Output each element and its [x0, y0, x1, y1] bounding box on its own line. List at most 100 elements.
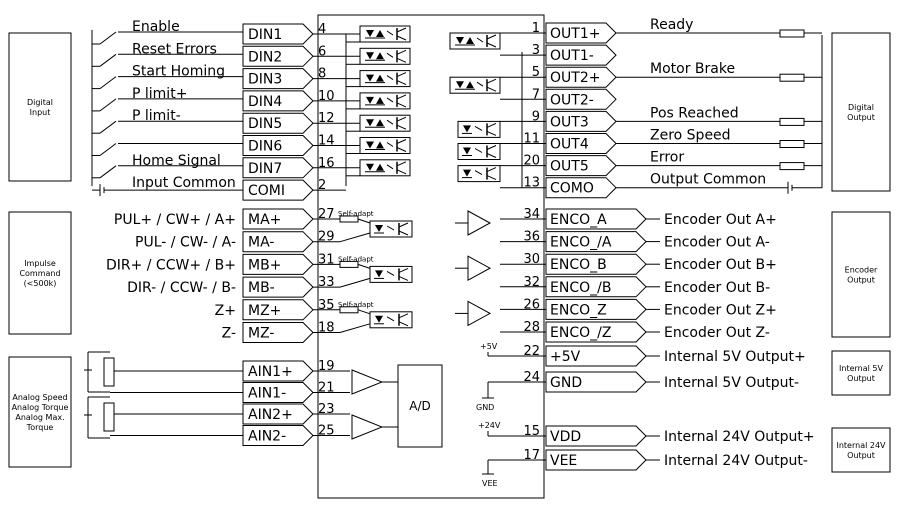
switch-2 — [99, 76, 117, 89]
pin-1: 1 — [532, 21, 540, 36]
internal-24v-box-text-0: Internal 24V — [836, 441, 886, 450]
din-opto-4 — [359, 92, 411, 110]
out-label-7: Output Common — [650, 172, 766, 188]
out-label-4: Pos Reached — [650, 105, 739, 121]
impulse-command-box-text-2: (<500k) — [24, 279, 57, 288]
pin-12: 12 — [318, 111, 335, 126]
signal-label-2: Start Homing — [132, 64, 225, 80]
terminal-enco_nb — [545, 276, 647, 298]
pin-36: 36 — [523, 230, 540, 245]
terminal-label-out-6: OUT5 — [550, 159, 589, 175]
digital-input-box-text-1: Input — [30, 108, 51, 117]
terminal-label-pulse-3: MB- — [248, 280, 275, 296]
analog-input-box-text-3: Torque — [26, 423, 54, 432]
out-opto-4 — [457, 143, 501, 160]
signal-label-7: Input Common — [132, 175, 236, 191]
terminal-din7 — [242, 157, 314, 179]
pin-34: 34 — [523, 207, 540, 222]
terminal-comi — [242, 179, 314, 201]
pin-27: 27 — [318, 207, 335, 222]
terminal-out4 — [545, 133, 617, 154]
din-opto-7 — [359, 159, 411, 177]
terminal-label-enc-3: ENCO_/B — [550, 280, 611, 296]
terminal-ain2-minusplus — [242, 403, 314, 425]
out-label-2: Motor Brake — [650, 61, 735, 77]
pulse-opto-1 — [369, 265, 413, 283]
supply-vee-label: VEE — [482, 479, 498, 488]
pin-2: 2 — [318, 178, 326, 193]
terminal-enco_b — [545, 253, 647, 275]
self-adapt-label-0: Self-adapt — [338, 210, 374, 218]
terminal-label-pulse-4: MZ+ — [248, 303, 281, 319]
potentiometer-0 — [103, 357, 115, 387]
signal-label-3: P limit+ — [132, 86, 187, 102]
pin-18: 18 — [318, 321, 335, 336]
pulse-label-1: PUL- / CW- / A- — [135, 235, 236, 251]
terminal-label-pwr-2: VDD — [550, 429, 581, 445]
terminal-ain1-minusplus — [242, 360, 314, 382]
terminal-label-pwr-1: GND — [550, 375, 582, 391]
pin-28: 28 — [523, 320, 540, 335]
potentiometer-1 — [103, 402, 115, 432]
signal-label-0: Enable — [132, 19, 180, 35]
pin-6: 6 — [318, 44, 326, 59]
terminal-enco_a — [545, 208, 647, 230]
pin-7: 7 — [532, 87, 540, 102]
terminal-enco_nz — [545, 321, 647, 343]
enc-label-4: Encoder Out Z+ — [664, 302, 777, 318]
pwr-label-1: Internal 5V Output- — [664, 375, 799, 391]
din-opto-6 — [359, 137, 411, 154]
terminal-out5 — [545, 155, 617, 177]
enc-label-3: Encoder Out B- — [664, 280, 770, 296]
supply-gnd-label: GND — [476, 403, 494, 412]
terminal-ain2-minus — [242, 425, 314, 446]
terminal-out2-minusplus — [545, 66, 617, 88]
enc-label-5: Encoder Out Z- — [664, 325, 770, 341]
ad-converter — [397, 364, 443, 448]
terminal-label-enc-4: ENCO_Z — [550, 302, 607, 318]
pin-22: 22 — [523, 344, 540, 359]
terminal-label-din2: DIN2 — [248, 49, 282, 65]
out-opto-1 — [449, 32, 501, 50]
terminal-mbminus — [242, 276, 314, 298]
pin-16: 16 — [318, 156, 335, 171]
impulse-command-box-text-1: Command — [19, 269, 60, 278]
encoder-output-box — [831, 211, 891, 338]
pulse-label-0: PUL+ / CW+ / A+ — [114, 212, 236, 228]
pin-4: 4 — [318, 22, 326, 37]
terminal-label-pulse-1: MA- — [248, 235, 274, 251]
resistor-1 — [339, 260, 359, 268]
terminal-din1 — [242, 23, 314, 45]
terminal-power-1 — [545, 371, 647, 393]
pin-15: 15 — [523, 424, 540, 439]
pin-21: 21 — [318, 381, 335, 396]
terminal-din3 — [242, 68, 314, 90]
analog-input-box-text-1: Analog Torque — [12, 403, 69, 412]
internal-24v-box — [831, 427, 891, 473]
out-label-0: Ready — [650, 17, 693, 33]
internal-5v-box — [831, 350, 891, 396]
pulse-opto-0 — [369, 220, 413, 238]
terminal-label-out-5: OUT4 — [550, 137, 589, 153]
terminal-label-enc-2: ENCO_B — [550, 257, 607, 273]
terminal-din2 — [242, 45, 314, 67]
pwr-label-3: Internal 24V Output- — [664, 453, 808, 469]
terminal-mzminus — [242, 322, 314, 343]
pin-29: 29 — [318, 230, 335, 245]
digital-output-box — [831, 32, 891, 192]
terminal-label-din1: DIN1 — [248, 27, 282, 43]
terminal-label-pwr-0: +5V — [550, 349, 581, 365]
load-resistor-5 — [779, 140, 805, 148]
load-resistor-0 — [779, 29, 805, 38]
out-opto-3 — [457, 120, 501, 138]
terminal-mbplus — [242, 253, 314, 275]
pin-24: 24 — [523, 370, 540, 385]
internal-5v-box-text-1: Output — [847, 374, 875, 383]
pwr-label-2: Internal 24V Output+ — [664, 429, 815, 445]
terminal-label-out-1: OUT1- — [550, 48, 594, 64]
terminal-label-enc-1: ENCO_/A — [550, 235, 612, 251]
pin-8: 8 — [318, 67, 326, 82]
encoder-output-box-text-1: Output — [847, 276, 875, 285]
digital-output-box-text-0: Digital — [848, 103, 874, 112]
